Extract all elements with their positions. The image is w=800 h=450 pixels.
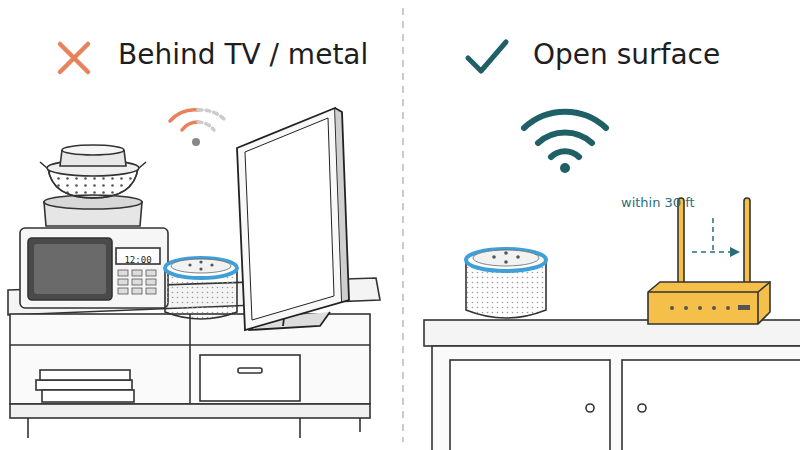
router [648, 198, 770, 324]
distance-arrow [692, 218, 738, 252]
smart-speaker [165, 258, 237, 319]
distance-note: within 30 ft [621, 196, 695, 210]
panel-heading: Behind TV / metal [118, 40, 368, 71]
panel-heading: Open surface [533, 40, 720, 71]
smart-speaker [466, 249, 546, 318]
metal-pots [40, 145, 146, 226]
cross-mark [60, 44, 88, 72]
television [237, 108, 349, 330]
check-mark [468, 42, 506, 71]
clock-display: 12:00 [124, 256, 151, 266]
cabinet [424, 320, 800, 450]
strong-wifi-icon [524, 112, 606, 173]
microwave [20, 228, 168, 308]
divider [402, 8, 404, 442]
weak-wifi-icon [170, 110, 226, 146]
